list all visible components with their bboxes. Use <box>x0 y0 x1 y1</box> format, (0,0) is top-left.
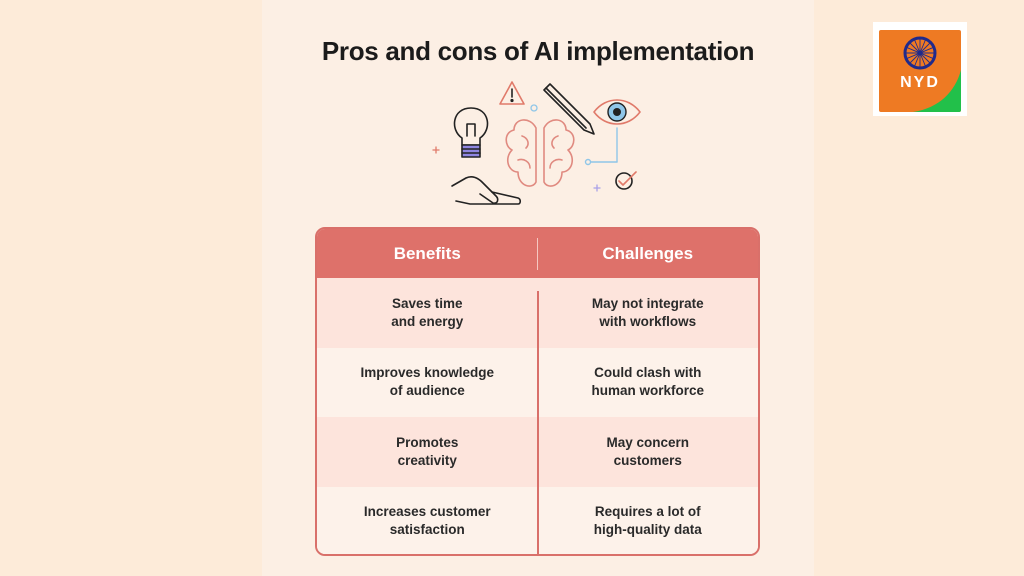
wheel-icon <box>903 36 937 70</box>
logo-text: NYD <box>900 74 940 91</box>
lightbulb-icon <box>453 107 489 158</box>
challenge-cell: Could clash with human workforce <box>591 365 705 399</box>
header-divider <box>537 238 538 270</box>
ai-illustration <box>432 81 641 205</box>
page-title: Pros and cons of AI implementation <box>321 36 755 66</box>
brain-icon <box>505 119 575 187</box>
column-divider <box>537 291 539 554</box>
benefit-cell: Promotes creativity <box>396 434 459 468</box>
benefits-header: Benefits <box>393 243 461 263</box>
pencil-icon <box>543 83 595 135</box>
benefit-cell: Saves time and energy <box>391 295 464 329</box>
benefit-cell: Increases customer satisfaction <box>363 504 491 538</box>
pros-cons-table: Benefits Challenges Saves time and energ… <box>315 227 760 556</box>
dot-icon <box>530 104 538 112</box>
plus-icon <box>593 184 601 192</box>
logo-graphic <box>903 36 961 112</box>
challenge-cell: Requires a lot of high-quality data <box>593 504 702 538</box>
warning-icon <box>499 81 525 105</box>
challenge-cell: May not integrate with workflows <box>591 295 704 329</box>
challenges-header: Challenges <box>602 243 694 263</box>
challenge-cell: May concern customers <box>606 434 690 468</box>
hand-icon <box>451 175 522 205</box>
benefit-cell: Improves knowledge of audience <box>360 365 495 399</box>
nyd-logo <box>879 30 961 112</box>
check-icon <box>615 171 637 190</box>
table-header: Benefits Challenges <box>317 229 758 278</box>
eye-icon <box>584 99 641 166</box>
plus-icon <box>432 146 440 154</box>
